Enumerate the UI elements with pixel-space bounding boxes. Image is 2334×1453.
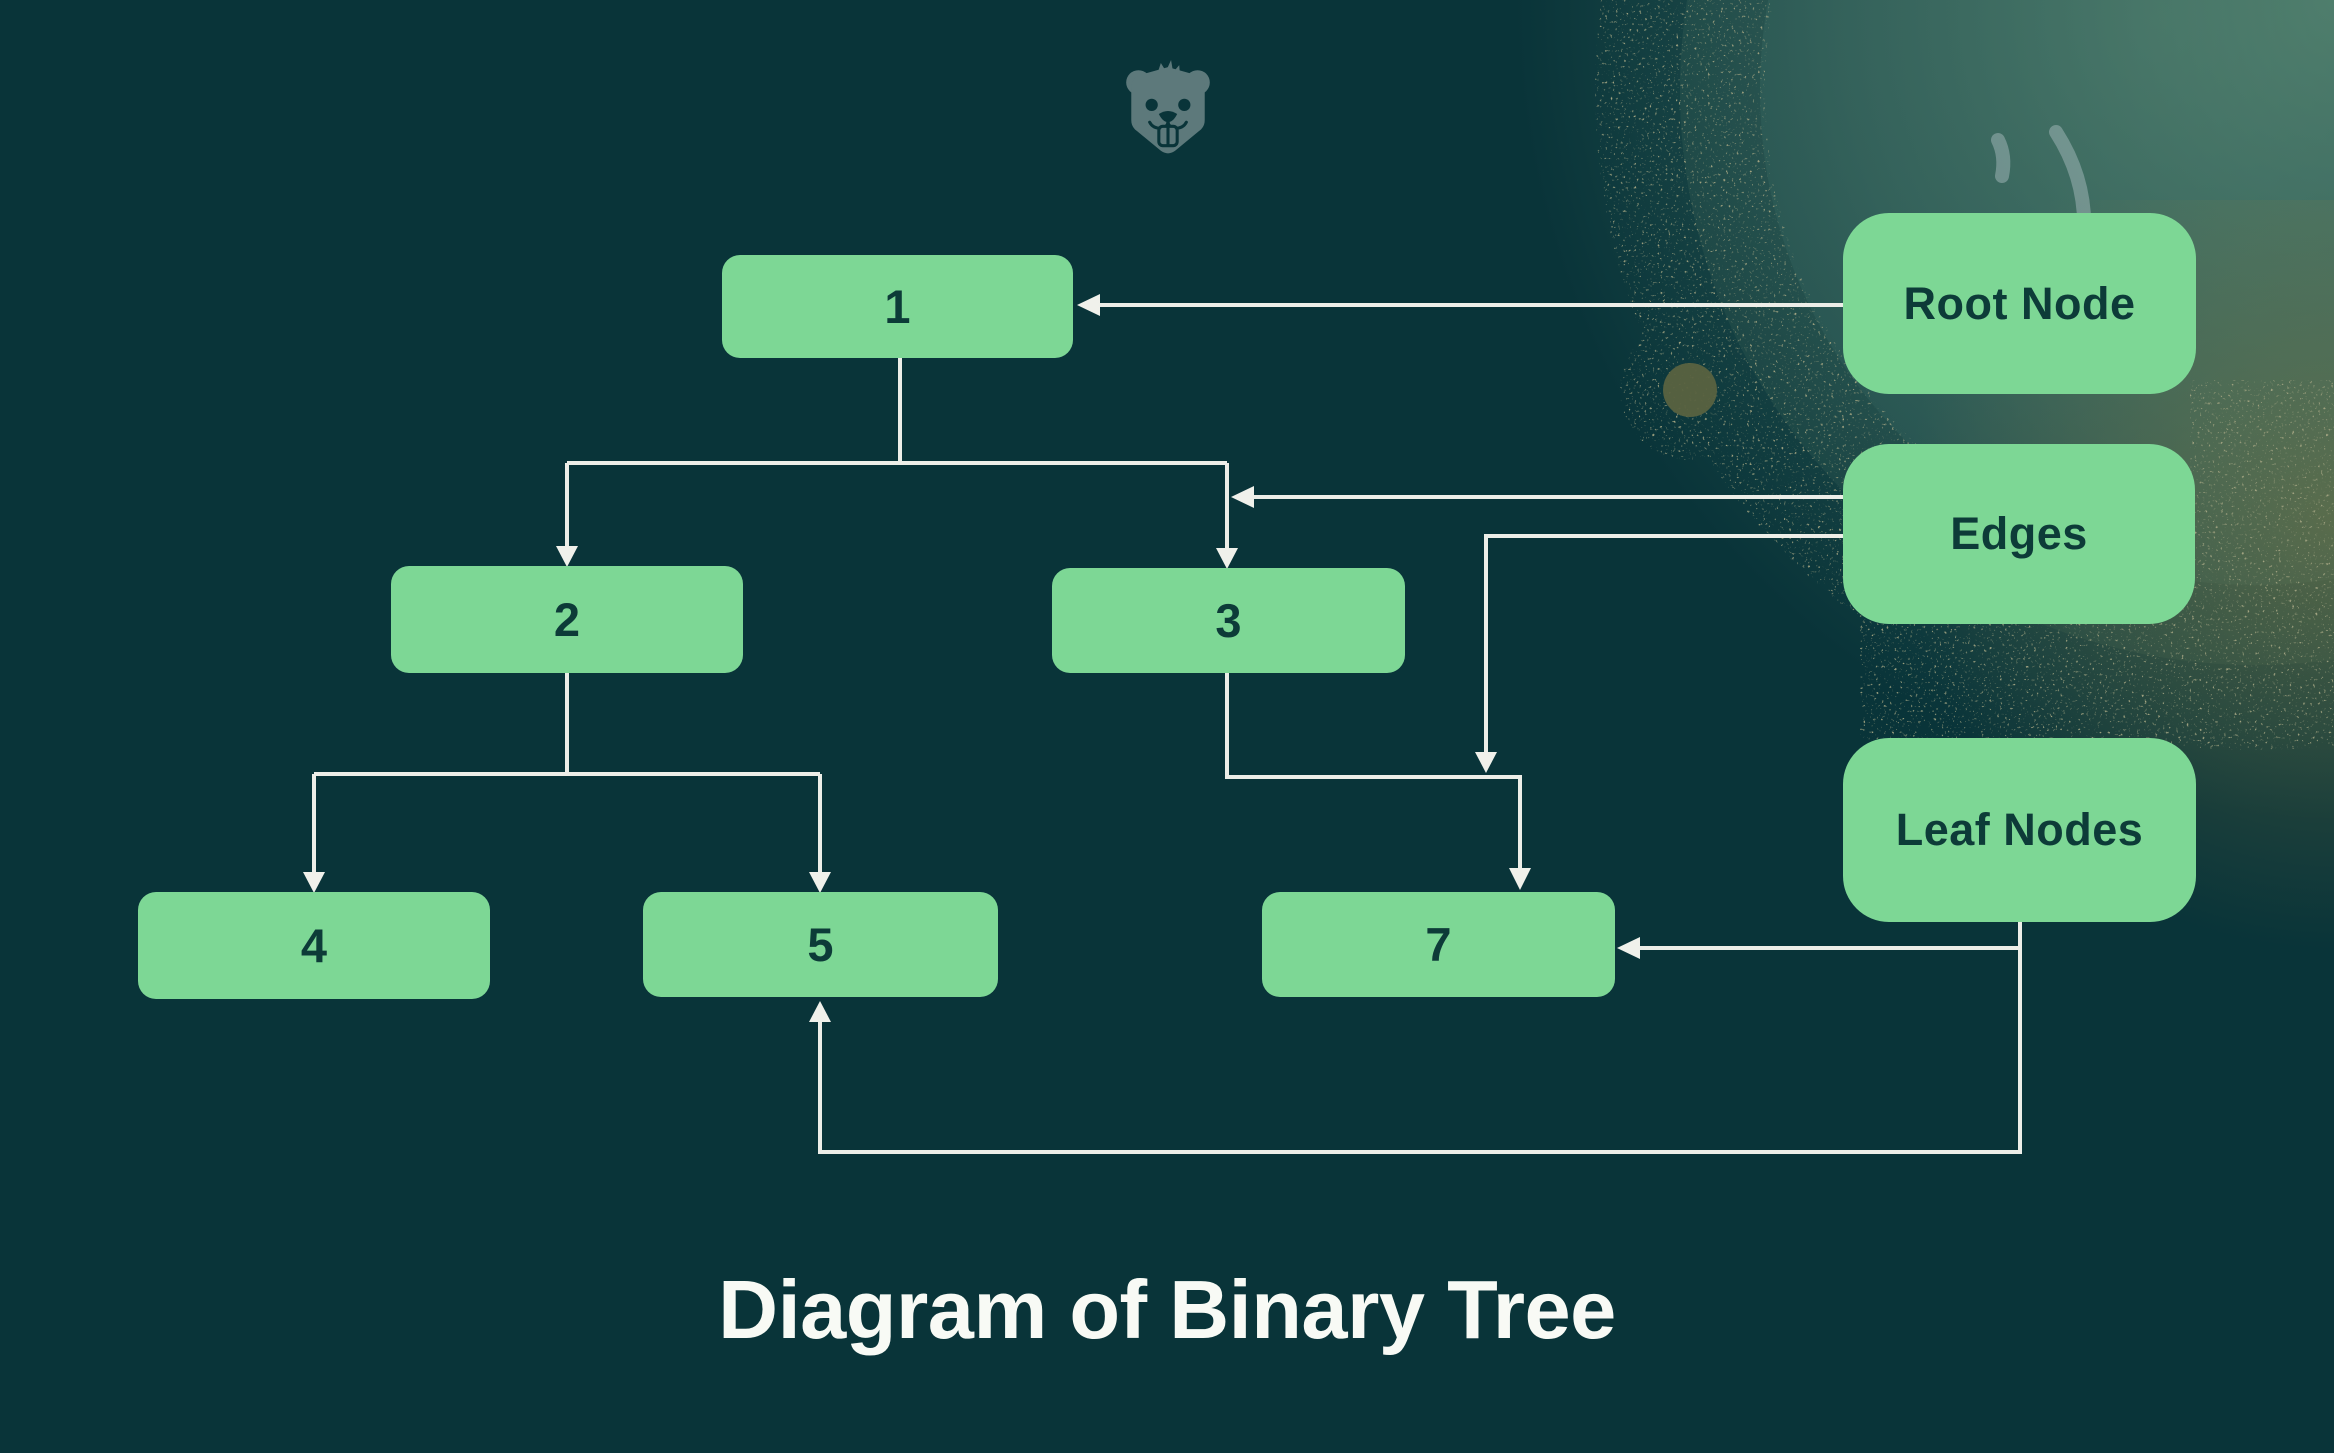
annotation-leaf-nodes: Leaf Nodes bbox=[1843, 738, 2196, 922]
beaver-logo-icon bbox=[1126, 60, 1210, 154]
arrow-edges-to-edge37 bbox=[1484, 534, 1843, 752]
leaf-nodes-label: Leaf Nodes bbox=[1895, 804, 2144, 855]
diagram-title: Diagram of Binary Tree bbox=[718, 1263, 1616, 1356]
tree-node-3: 3 bbox=[1052, 568, 1405, 673]
arrowhead-into-3 bbox=[1216, 548, 1238, 569]
small-moon-circle bbox=[1663, 363, 1717, 417]
tree-node-5: 5 bbox=[643, 892, 998, 997]
edge-3-7 bbox=[1225, 673, 1522, 868]
arrowhead-into-7 bbox=[1509, 868, 1531, 890]
arrowhead-into-7-right bbox=[1617, 937, 1640, 959]
arrowhead-into-4 bbox=[303, 872, 325, 893]
arrowhead-at-edge37 bbox=[1475, 752, 1497, 773]
annotation-root-node: Root Node bbox=[1843, 213, 2196, 394]
arrowhead-into-1 bbox=[1077, 294, 1100, 316]
node-4-label: 4 bbox=[300, 919, 328, 972]
tree-node-2: 2 bbox=[391, 566, 743, 673]
arrowhead-into-5 bbox=[809, 872, 831, 893]
node-2-label: 2 bbox=[553, 593, 581, 646]
arrowhead-into-5-bottom bbox=[809, 1001, 831, 1022]
edge-1-2-3 bbox=[565, 358, 1229, 548]
node-1-label: 1 bbox=[884, 280, 911, 333]
annotation-edges: Edges bbox=[1843, 444, 2195, 624]
edge-2-4-5 bbox=[312, 673, 822, 872]
root-node-label: Root Node bbox=[1903, 277, 2136, 329]
tree-node-1: 1 bbox=[722, 255, 1073, 358]
tree-node-4: 4 bbox=[138, 892, 490, 999]
tree-node-7: 7 bbox=[1262, 892, 1615, 997]
node-3-label: 3 bbox=[1215, 594, 1242, 647]
node-5-label: 5 bbox=[807, 918, 834, 971]
node-7-label: 7 bbox=[1425, 918, 1452, 971]
arrowhead-into-2 bbox=[556, 546, 578, 567]
arrowhead-at-edge13 bbox=[1231, 486, 1254, 508]
edges-label: Edges bbox=[1950, 508, 2088, 559]
